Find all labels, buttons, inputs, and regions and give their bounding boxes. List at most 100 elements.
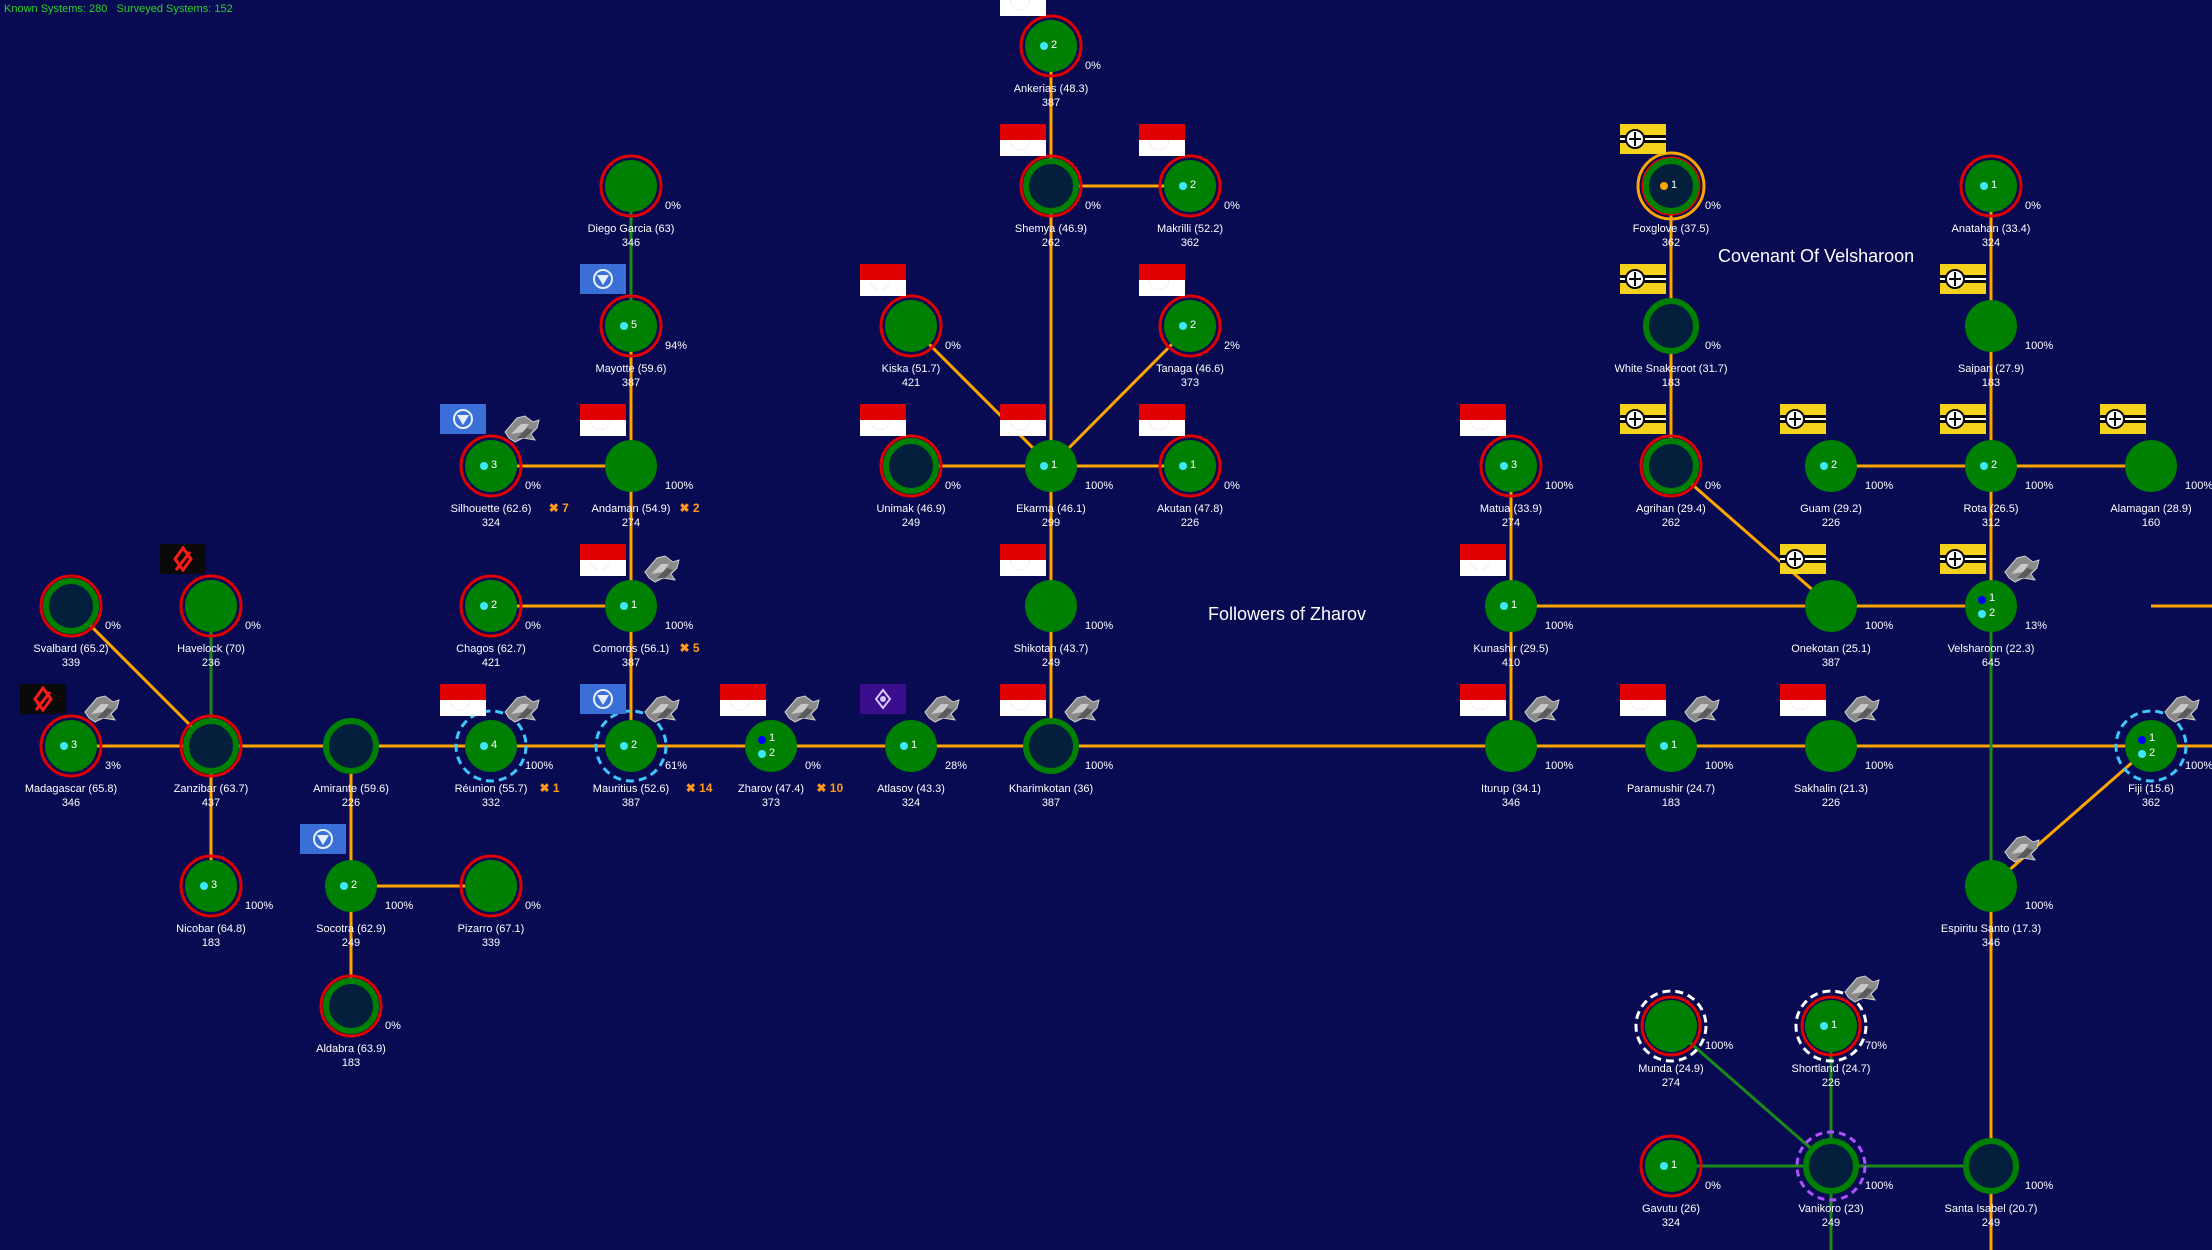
system-unimak[interactable] <box>860 404 943 498</box>
system-value-espiritu: 346 <box>1981 937 2001 949</box>
pop-count: 3 <box>71 739 78 751</box>
system-onekotan[interactable] <box>1780 544 1857 632</box>
planet-icon <box>1485 440 1537 492</box>
fleet-icon[interactable] <box>1844 695 1880 723</box>
system-shemya[interactable] <box>1000 124 1083 218</box>
fleet-icon[interactable] <box>1524 695 1560 723</box>
fleet-icon[interactable] <box>644 555 680 583</box>
fleet-icon[interactable] <box>84 695 120 723</box>
fleet-icon[interactable] <box>504 415 540 443</box>
system-agrihan[interactable] <box>1620 404 1703 498</box>
system-value-mauritius: 387 <box>621 797 641 809</box>
system-chagos[interactable] <box>459 574 523 638</box>
survey-percent-matua: 100% <box>1545 480 1574 492</box>
system-mayotte[interactable] <box>580 264 663 358</box>
system-atlasov[interactable] <box>860 684 960 772</box>
system-aldabra[interactable] <box>319 974 383 1038</box>
system-kiska[interactable] <box>860 264 943 358</box>
faction-flag-icon <box>1780 404 1826 434</box>
system-saipan[interactable] <box>1940 264 2017 352</box>
system-foxglove[interactable] <box>1620 124 1706 221</box>
system-name-shortland: Shortland (24.7) <box>1791 1063 1871 1075</box>
system-amirante[interactable] <box>323 718 379 774</box>
system-paramushir[interactable] <box>1620 684 1720 772</box>
system-vanikoro[interactable] <box>1795 1130 1867 1202</box>
system-havelock[interactable] <box>160 544 243 638</box>
system-value-mayotte: 387 <box>621 377 641 389</box>
system-iturup[interactable] <box>1460 684 1560 772</box>
system-name-makrilli: Makrilli (52.2) <box>1156 223 1223 235</box>
fleet-icon[interactable] <box>2164 695 2200 723</box>
survey-percent-rota: 100% <box>2025 480 2054 492</box>
system-pizarro[interactable] <box>459 854 523 918</box>
system-silhouette[interactable] <box>440 404 540 498</box>
system-socotra[interactable] <box>300 824 377 912</box>
pop-count: 5 <box>631 319 638 331</box>
fleet-icon[interactable] <box>1844 975 1880 1003</box>
survey-percent-atlasov: 28% <box>945 760 968 772</box>
system-svalbard[interactable] <box>39 574 103 638</box>
system-name-kunashir: Kunashir (29.5) <box>1473 643 1549 655</box>
system-comoros[interactable] <box>580 544 680 632</box>
system-velsharoon[interactable] <box>1940 544 2040 632</box>
fleet-icon[interactable] <box>924 695 960 723</box>
system-nicobar[interactable] <box>179 854 243 918</box>
fleet-icon[interactable] <box>2004 555 2040 583</box>
survey-percent-foxglove: 0% <box>1705 200 1721 212</box>
system-kunashir[interactable] <box>1460 544 1537 632</box>
system-diego[interactable] <box>599 154 663 218</box>
planet-icon <box>1805 720 1857 772</box>
system-whitesnakeroot[interactable] <box>1620 264 1699 354</box>
system-guam[interactable] <box>1780 404 1857 492</box>
pop-count: 1 <box>911 739 918 751</box>
fleet-icon[interactable] <box>1684 695 1720 723</box>
jump-lane <box>909 324 1053 468</box>
fleet-icon[interactable] <box>784 695 820 723</box>
system-alamagan[interactable] <box>2100 404 2177 492</box>
system-espiritu[interactable] <box>1965 835 2040 912</box>
planet-icon <box>2125 440 2177 492</box>
system-shortland[interactable] <box>1794 975 1880 1063</box>
system-reunion[interactable] <box>440 684 540 783</box>
system-akutan[interactable] <box>1139 404 1222 498</box>
planet-icon <box>1645 1000 1697 1052</box>
survey-percent-fiji: 100% <box>2185 760 2212 772</box>
planet-icon <box>1805 440 1857 492</box>
system-shikotan[interactable] <box>1000 544 1077 632</box>
system-andaman[interactable] <box>580 404 657 492</box>
planet-icon <box>605 580 657 632</box>
system-name-whitesnakeroot: White Snakeroot (31.7) <box>1614 363 1728 375</box>
pop-count: 2 <box>351 879 358 891</box>
system-value-matua: 274 <box>1501 517 1521 529</box>
system-anatahan[interactable] <box>1959 154 2023 218</box>
system-rota[interactable] <box>1940 404 2017 492</box>
fleet-icon[interactable] <box>504 695 540 723</box>
system-gavutu[interactable] <box>1639 1134 1703 1198</box>
system-value-madagascar: 346 <box>61 797 81 809</box>
system-munda[interactable] <box>1634 989 1708 1063</box>
system-sakhalin[interactable] <box>1780 684 1880 772</box>
system-santaisabel[interactable] <box>1963 1138 2019 1194</box>
system-zharov[interactable] <box>720 684 820 772</box>
planet-icon <box>1963 1138 2019 1194</box>
system-matua[interactable] <box>1460 404 1543 498</box>
fleet-icon[interactable] <box>644 695 680 723</box>
system-kharimkotan[interactable] <box>1000 684 1100 774</box>
system-ankerias[interactable] <box>1000 0 1083 78</box>
system-name-kiska: Kiska (51.7) <box>881 363 941 375</box>
system-name-amirante: Amirante (59.6) <box>313 783 389 795</box>
survey-percent-sakhalin: 100% <box>1865 760 1894 772</box>
survey-percent-havelock: 0% <box>245 620 261 632</box>
system-tanaga[interactable] <box>1139 264 1222 358</box>
planet-icon <box>465 580 517 632</box>
system-ekarma[interactable] <box>1000 404 1077 492</box>
system-count-header: Known Systems: 280 Surveyed Systems: 152 <box>4 3 233 15</box>
system-madagascar[interactable] <box>20 684 120 778</box>
system-fiji[interactable] <box>2114 695 2200 783</box>
system-makrilli[interactable] <box>1139 124 1222 218</box>
system-zanzibar[interactable] <box>179 714 243 778</box>
fleet-icon[interactable] <box>2004 835 2040 863</box>
system-mauritius[interactable] <box>580 684 680 783</box>
fleet-icon[interactable] <box>1064 695 1100 723</box>
